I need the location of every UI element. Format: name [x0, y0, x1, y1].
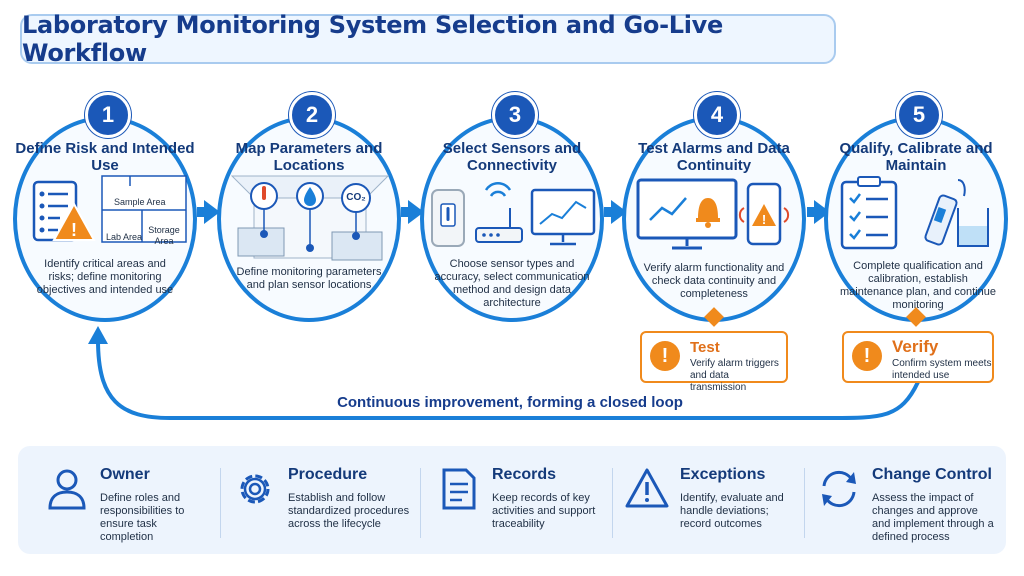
- test-callout: ! Test Verify alarm triggers and data tr…: [640, 331, 788, 393]
- step-1-number: 1: [85, 92, 131, 138]
- procedure-item: Procedure Establish and follow standardi…: [232, 456, 422, 548]
- arrow-1-2: [204, 200, 220, 224]
- cycle-icon: [822, 470, 856, 508]
- step-4-title: Test Alarms and Data Continuity: [638, 140, 790, 174]
- test-callout-description: Verify alarm triggers and data transmiss…: [690, 358, 779, 393]
- step-4-description: Verify alarm functionality and check dat…: [643, 262, 785, 300]
- exceptions-description: Identify, evaluate and handle deviations…: [680, 492, 784, 530]
- owner-description: Define roles and responsibilities to ens…: [100, 492, 185, 543]
- owner-item: Owner Define roles and responsibilities …: [44, 456, 224, 548]
- step-3-title: Select Sensors and Connectivity: [442, 140, 582, 174]
- storage-area-label: Storage Area: [148, 225, 180, 246]
- change-control-description: Assess the impact of changes and approve…: [872, 492, 994, 543]
- svg-text:!: !: [762, 212, 766, 227]
- verify-callout: ! Verify Confirm system meets intended u…: [842, 331, 994, 383]
- room-sensor-map-icon: [230, 175, 390, 261]
- step-5-number: 5: [896, 92, 942, 138]
- exceptions-title: Exceptions: [680, 466, 766, 483]
- owner-title: Owner: [100, 466, 150, 483]
- step-2-title: Map Parameters and Locations: [235, 140, 383, 174]
- governance-panel: [18, 446, 1006, 554]
- procedure-title: Procedure: [288, 466, 368, 483]
- gear-icon: [240, 474, 270, 504]
- warning-icon: !: [650, 341, 680, 371]
- co2-label: CO₂: [346, 192, 366, 203]
- records-item: Records Keep records of key activities a…: [436, 456, 616, 548]
- calibration-icon: [840, 176, 989, 250]
- records-title: Records: [492, 466, 557, 483]
- loop-label: Continuous improvement, forming a closed…: [337, 394, 683, 411]
- lab-area-label: Lab Area: [106, 232, 143, 242]
- sample-area-label: Sample Area: [114, 197, 166, 207]
- sensor-connectivity-icon: [431, 181, 596, 247]
- svg-text:!: !: [71, 220, 77, 240]
- warning-triangle-icon: [625, 468, 669, 508]
- change-control-title: Change Control: [872, 466, 992, 483]
- verify-callout-description: Confirm system meets intended use: [892, 358, 992, 381]
- person-icon: [48, 469, 86, 510]
- step-1-description: Identify critical areas and risks; defin…: [36, 258, 174, 296]
- test-callout-title: Test: [690, 339, 720, 356]
- verify-callout-title: Verify: [892, 337, 939, 356]
- step-2-number: 2: [289, 92, 335, 138]
- document-icon: [442, 468, 476, 510]
- step-5-description: Complete qualification and calibration, …: [840, 260, 996, 311]
- risk-map-icon: !: [32, 175, 187, 243]
- page-title: Laboratory Monitoring System Selection a…: [22, 11, 723, 67]
- step-3-description: Choose sensor types and accuracy, select…: [434, 258, 590, 309]
- warning-icon: !: [852, 341, 882, 371]
- procedure-description: Establish and follow standardized proced…: [288, 492, 410, 530]
- change-control-item: Change Control Assess the impact of chan…: [816, 456, 1004, 548]
- step-4-number: 4: [694, 92, 740, 138]
- step-1-title: Define Risk and Intended Use: [15, 140, 195, 174]
- alarm-dashboard-icon: !: [636, 178, 790, 250]
- step-2-description: Define monitoring parameters and plan se…: [236, 266, 382, 291]
- step-3-number: 3: [492, 92, 538, 138]
- exceptions-item: Exceptions Identify, evaluate and handle…: [624, 456, 804, 548]
- step-5-title: Qualify, Calibrate and Maintain: [839, 140, 993, 174]
- records-description: Keep records of key activities and suppo…: [492, 492, 596, 530]
- title-banner: Laboratory Monitoring System Selection a…: [20, 11, 836, 67]
